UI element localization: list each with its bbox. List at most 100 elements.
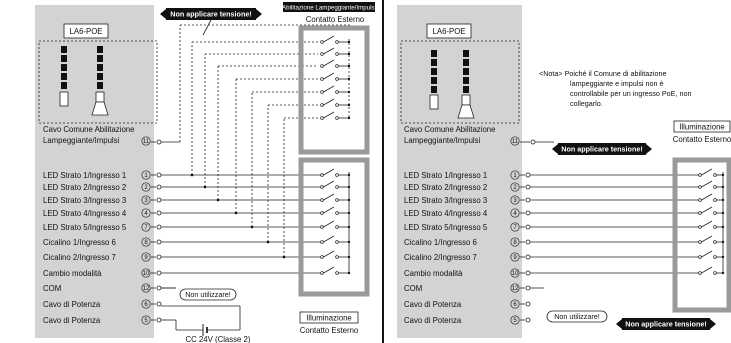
not-used-tag xyxy=(546,310,608,323)
terminal-number xyxy=(141,299,151,309)
terminal-number xyxy=(510,299,520,309)
right-row-label: Cambio modalità xyxy=(404,269,463,278)
illum-title: Illuminazione xyxy=(306,314,352,323)
left-row-label: Cavo di Potenza xyxy=(43,300,101,309)
model-box xyxy=(63,23,109,39)
terminal-number-text: 2 xyxy=(513,185,517,191)
svg-text:Non utilizzare!: Non utilizzare! xyxy=(554,312,600,321)
signal-tower-icon xyxy=(457,50,475,119)
terminal-number xyxy=(510,170,520,180)
switch-contact xyxy=(698,211,702,215)
switch-contact xyxy=(320,116,324,120)
terminal-dot xyxy=(525,239,531,245)
terminal-dot xyxy=(156,210,162,216)
terminal-number xyxy=(510,237,520,247)
switch-contact xyxy=(698,271,702,275)
terminal-number-text: 3 xyxy=(144,198,148,204)
terminal-number xyxy=(510,182,520,192)
terminal-number xyxy=(510,136,520,146)
terminal-number-text: 6 xyxy=(513,302,517,308)
right-row-label: Cavo di Potenza xyxy=(404,300,462,309)
flash-box-title: Abilitazione Lampeggiante/Impulsi xyxy=(282,5,376,12)
svg-text:Non utilizzare!: Non utilizzare! xyxy=(185,290,231,299)
switch-contact xyxy=(698,198,702,202)
terminal-number xyxy=(510,268,520,278)
terminal-number-text: 10 xyxy=(143,271,150,277)
illum-contact-box xyxy=(298,157,370,297)
terminal-number xyxy=(141,195,151,205)
left-row-label: Cavo di Potenza xyxy=(43,316,101,325)
model-box xyxy=(426,23,472,39)
terminal-number-text: 8 xyxy=(513,240,517,246)
product-panel xyxy=(35,5,154,338)
terminal-number xyxy=(510,208,520,218)
terminal-number-text: 4 xyxy=(513,211,517,217)
svg-text:11: 11 xyxy=(512,139,519,145)
terminal-number xyxy=(141,268,151,278)
terminal-number xyxy=(510,195,520,205)
terminal-number xyxy=(141,208,151,218)
switch-contact xyxy=(320,173,324,177)
terminal-number-text: 8 xyxy=(144,240,148,246)
illum-sub: Contatto Esterno xyxy=(673,135,731,144)
warning-text: Non applicare tensione! xyxy=(561,145,642,154)
switch-contact xyxy=(320,225,324,229)
terminal-number xyxy=(510,252,520,262)
terminal-dot xyxy=(156,301,162,307)
switch-contact xyxy=(320,40,324,44)
note-line1: <Nota> Poiché il Comune di abilitazione xyxy=(539,69,666,78)
switch-contact xyxy=(698,173,702,177)
terminal-number xyxy=(141,222,151,232)
signal-tower-icon xyxy=(91,46,109,116)
switch-contact xyxy=(320,255,324,259)
product-panel xyxy=(397,5,522,338)
terminal-number-text: 12 xyxy=(512,286,519,292)
signal-tower-icon xyxy=(429,50,439,110)
common-label-line2: Lampeggiante/Impulsi xyxy=(404,136,481,145)
terminal-number-text: 7 xyxy=(513,225,517,231)
right-row-label: LED Strato 2/Ingresso 2 xyxy=(404,183,487,192)
terminal-number-text: 4 xyxy=(144,211,148,217)
dc-supply-icon xyxy=(161,305,241,336)
right-row-label: COM xyxy=(404,284,422,293)
left-row-label: Cambio modalità xyxy=(43,269,102,278)
switch-contact xyxy=(320,90,324,94)
terminal-number xyxy=(141,252,151,262)
supply-label: CC 24V (Classe 2) xyxy=(186,335,251,343)
terminal-dot xyxy=(525,285,531,291)
terminal-number-text: 1 xyxy=(144,173,148,179)
terminal-number xyxy=(141,170,151,180)
terminal-dot xyxy=(525,184,531,190)
right-row-label: LED Strato 5/Ingresso 5 xyxy=(404,223,488,232)
left-row-label: LED Strato 4/Ingresso 4 xyxy=(43,209,127,218)
model-label: LA6-POE xyxy=(433,27,466,36)
terminal-dot xyxy=(156,172,162,178)
left-row-label: LED Strato 3/Ingresso 3 xyxy=(43,196,126,205)
terminal-number-text: 5 xyxy=(144,318,148,324)
illum-contact-box xyxy=(672,157,731,313)
terminal-dot xyxy=(156,270,162,276)
terminal-number xyxy=(141,182,151,192)
switch-contact xyxy=(320,185,324,189)
signal-tower-icon xyxy=(59,46,69,107)
illum-title-box xyxy=(673,120,731,133)
right-row-label: LED Strato 3/Ingresso 3 xyxy=(404,196,487,205)
terminal-dot xyxy=(156,197,162,203)
terminal-dot xyxy=(156,285,162,291)
warning-banner xyxy=(558,143,646,155)
switch-contact xyxy=(320,77,324,81)
right-row-label: Cicalino 1/Ingresso 6 xyxy=(404,238,477,247)
left-row-label: Cicalino 2/Ingresso 7 xyxy=(43,253,116,262)
svg-text:11: 11 xyxy=(143,139,150,145)
right-row-label: LED Strato 4/Ingresso 4 xyxy=(404,209,488,218)
terminal-dot xyxy=(156,239,162,245)
terminal-number xyxy=(141,315,151,325)
terminal-number xyxy=(510,283,520,293)
switch-contact xyxy=(320,64,324,68)
terminal-number xyxy=(141,237,151,247)
terminal-number-text: 9 xyxy=(513,255,517,261)
warning-banner xyxy=(166,8,256,20)
terminal-dot xyxy=(525,210,531,216)
